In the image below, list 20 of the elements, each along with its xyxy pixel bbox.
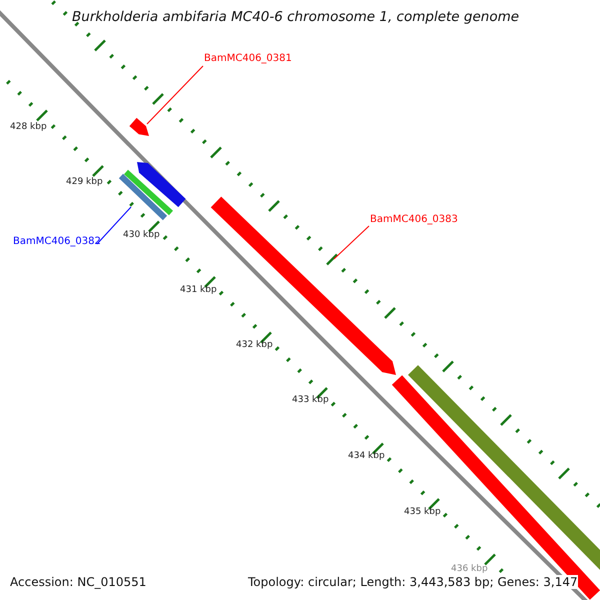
scale-label: 428 kbp [10,122,47,132]
scale-label: 432 kbp [236,340,273,350]
gene-label: BamMC406_0383 [370,214,458,225]
footer-text: Topology: circular; Length: 3,443,583 bp; Genes: 3,147 [248,575,578,589]
leader-line [334,226,370,260]
scale-label: 431 kbp [180,285,217,295]
scale-label: 436 kbp [451,564,488,574]
scale-label: 433 kbp [292,395,329,405]
scale-label: 429 kbp [66,177,103,187]
gene-arrow [129,118,149,136]
gene-label: BamMC406_0381 [204,53,292,64]
title: Burkholderia ambifaria MC40-6 chromosome 1, complete genome [72,9,520,25]
leader-line [146,66,204,124]
scale-label: 434 kbp [348,451,385,461]
footer-text: Accession: NC_010551 [10,575,146,589]
leader-line [96,206,132,244]
scale-label: 430 kbp [123,230,160,240]
gene-bar [118,174,168,220]
gene-label: BamMC406_0382 [13,236,101,247]
scale-label: 435 kbp [404,507,441,517]
